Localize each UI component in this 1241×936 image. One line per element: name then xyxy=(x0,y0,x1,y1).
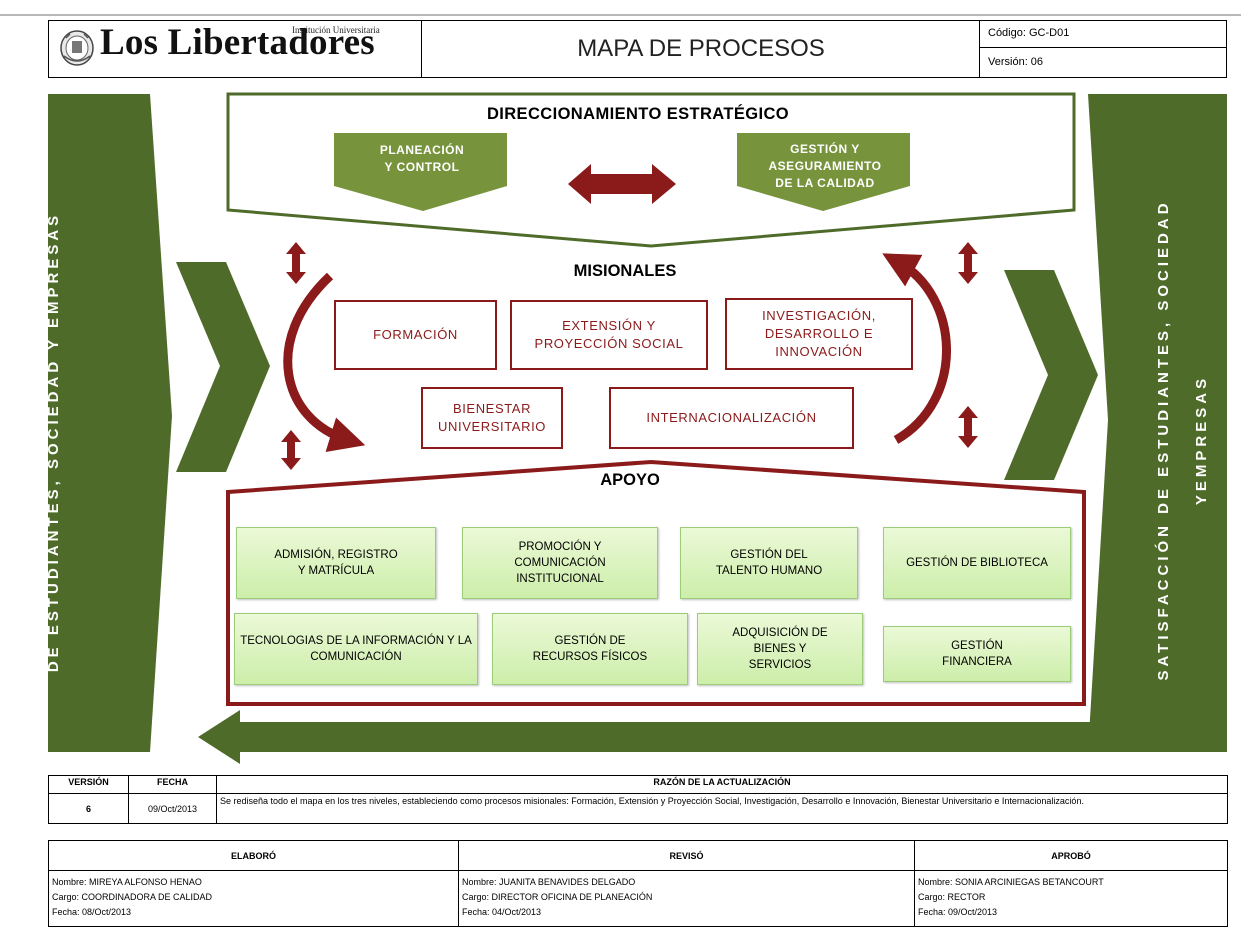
quality-shape xyxy=(737,133,910,211)
output-line-1: SATISFACCIÓN DE ESTUDIANTES, SOCIEDAD xyxy=(1155,199,1172,681)
reviso-fecha: 04/Oct/2013 xyxy=(492,907,542,917)
support-item-financiera: GESTIÓN FINANCIERA xyxy=(883,626,1071,682)
input-arrow-text: NECESIDADES Y REQUISITOS DE ESTUDIANTES,… xyxy=(0,162,79,722)
planning-label: PLANEACIÓN Y CONTROL xyxy=(379,143,465,174)
reviso-title: REVISÓ xyxy=(458,840,915,871)
missional-title: MISIONALES xyxy=(573,261,677,280)
support-item-adquisicion: ADQUISICIÓN DE BIENES Y SERVICIOS xyxy=(697,613,863,685)
support-title: APOYO xyxy=(600,470,660,489)
missional-item-investigacion: INVESTIGACIÓN, DESARROLLO E INNOVACIÓN xyxy=(725,298,913,370)
reviso-nombre: JUANITA BENAVIDES DELGADO xyxy=(499,877,636,887)
double-arrow-shape xyxy=(568,164,676,204)
version-cell xyxy=(979,47,1227,78)
fecha-label: Fecha: xyxy=(462,907,490,917)
missional-item-formacion: FORMACIÓN xyxy=(334,300,497,370)
aprobo-title: APROBÓ xyxy=(914,840,1228,871)
elaboro-cargo: COORDINADORA DE CALIDAD xyxy=(81,892,213,902)
institution-seal-icon xyxy=(58,28,96,68)
missional-item-extension: EXTENSIÓN Y PROYECCIÓN SOCIAL xyxy=(510,300,708,370)
quality-label: GESTIÓN Y ASEGURAMIENTO DE LA CALIDAD xyxy=(768,141,882,190)
rev-version: 6 xyxy=(48,793,129,824)
top-divider-line xyxy=(0,14,1241,16)
input-arrow-shape xyxy=(48,94,172,752)
doc-version: Versión: 06 xyxy=(988,56,1044,68)
rev-date: 09/Oct/2013 xyxy=(128,793,217,824)
support-item-tecnologias: TECNOLOGIAS DE LA INFORMACIÓN Y LA COMUN… xyxy=(234,613,478,685)
nombre-label: Nombre: xyxy=(918,877,953,887)
rev-reason: Se rediseña todo el mapa en los tres niv… xyxy=(216,793,1228,824)
output-arrow-shape xyxy=(1088,94,1227,752)
col-reason: RAZÓN DE LA ACTUALIZACIÓN xyxy=(216,775,1228,794)
left-chevron-shape xyxy=(176,262,270,472)
elaboro-nombre: MIREYA ALFONSO HENAO xyxy=(89,877,202,887)
input-line-1: NECESIDADES Y REQUISITOS xyxy=(7,284,24,600)
code-cell xyxy=(979,20,1227,49)
support-item-talento: GESTIÓN DEL TALENTO HUMANO xyxy=(680,527,858,599)
output-line-2: YEMPRESAS xyxy=(1193,374,1210,506)
aprobo-cargo: RECTOR xyxy=(947,892,986,902)
input-line-2: DE ESTUDIANTES, SOCIEDAD Y EMPRESAS xyxy=(45,211,62,673)
logo-cell xyxy=(48,20,423,78)
fecha-label: Fecha: xyxy=(918,907,946,917)
return-arrow-shape xyxy=(198,710,1108,764)
aprobo-fecha: 09/Oct/2013 xyxy=(948,907,998,917)
doc-code: Código: GC-D01 xyxy=(988,27,1070,39)
reviso-cargo: DIRECTOR OFICINA DE PLANEACIÓN xyxy=(491,892,653,902)
revision-table: VERSIÓN FECHA RAZÓN DE LA ACTUALIZACIÓN … xyxy=(48,775,1228,824)
process-map-diagram xyxy=(48,92,1227,764)
logo-subtitle: Institución Universitaria xyxy=(292,25,380,35)
aprobo-details: Nombre: SONIA ARCINIEGAS BETANCOURT Carg… xyxy=(914,870,1228,927)
missional-item-internacionalizacion: INTERNACIONALIZACIÓN xyxy=(609,387,854,449)
elaboro-details: Nombre: MIREYA ALFONSO HENAO Cargo: COOR… xyxy=(48,870,459,927)
small-double-arrows xyxy=(281,242,978,470)
support-item-biblioteca: GESTIÓN DE BIBLIOTECA xyxy=(883,527,1071,599)
cargo-label: Cargo: xyxy=(918,892,946,902)
left-curved-arrow xyxy=(283,272,366,452)
fecha-label: Fecha: xyxy=(52,907,80,917)
strategic-title: DIRECCIONAMIENTO ESTRATÉGICO xyxy=(486,104,790,123)
aprobo-nombre: SONIA ARCINIEGAS BETANCOURT xyxy=(955,877,1104,887)
logo-name: Los Libertadores xyxy=(100,22,375,63)
right-curved-arrow xyxy=(882,253,951,444)
reviso-details: Nombre: JUANITA BENAVIDES DELGADO Cargo:… xyxy=(458,870,915,927)
elaboro-title: ELABORÓ xyxy=(48,840,459,871)
right-chevron-shape xyxy=(1004,270,1098,480)
page-title: MAPA DE PROCESOS xyxy=(577,35,825,62)
planning-shape xyxy=(334,133,507,211)
col-date: FECHA xyxy=(128,775,217,794)
strategic-frame xyxy=(226,92,1076,248)
nombre-label: Nombre: xyxy=(52,877,87,887)
col-version: VERSIÓN xyxy=(48,775,129,794)
support-item-promocion: PROMOCIÓN Y COMUNICACIÓN INSTITUCIONAL xyxy=(462,527,658,599)
support-item-recursos: GESTIÓN DE RECURSOS FÍSICOS xyxy=(492,613,688,685)
cargo-label: Cargo: xyxy=(462,892,490,902)
elaboro-fecha: 08/Oct/2013 xyxy=(82,907,132,917)
cargo-label: Cargo: xyxy=(52,892,80,902)
signature-table: ELABORÓ REVISÓ APROBÓ Nombre: MIREYA ALF… xyxy=(48,840,1228,927)
missional-item-bienestar: BIENESTAR UNIVERSITARIO xyxy=(421,387,563,449)
title-cell xyxy=(421,20,981,78)
output-arrow-text: SATISFACCIÓN DE ESTUDIANTES, SOCIEDAD YE… xyxy=(1145,160,1227,720)
support-item-admision: ADMISIÓN, REGISTRO Y MATRÍCULA xyxy=(236,527,436,599)
nombre-label: Nombre: xyxy=(462,877,497,887)
